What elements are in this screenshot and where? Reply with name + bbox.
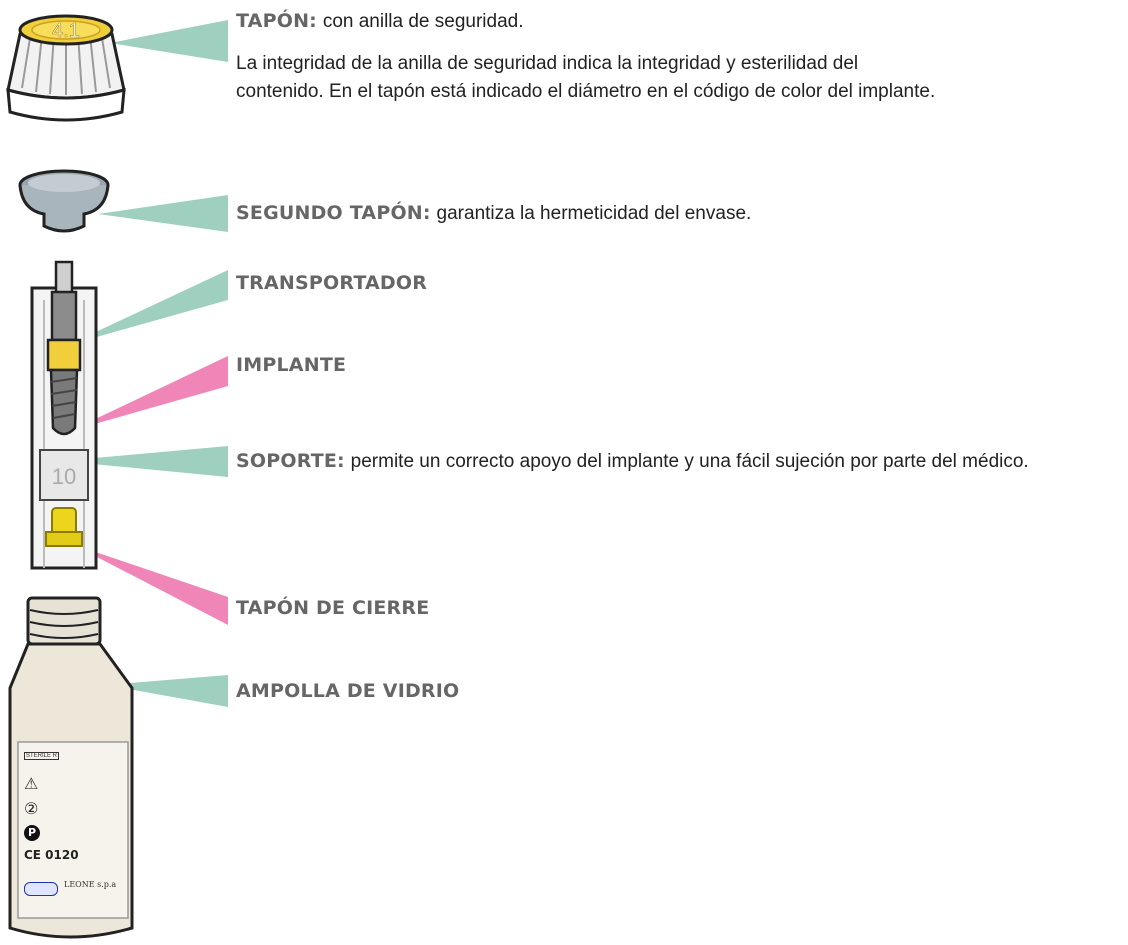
label-transportador-title: TRANSPORTADOR [236,272,428,294]
label-soporte-title: SOPORTE: [236,450,345,472]
pointer-tapon [110,20,228,62]
label-segundo-tapon-title: SEGUNDO TAPÓN: [236,202,431,224]
ce-mark: CE 0120 [24,848,79,862]
do-not-reuse-icon: ② [24,799,39,818]
label-tapon-cierre-title: TAPÓN DE CIERRE [236,597,430,619]
label-soporte-text: permite un correcto apoyo del implante y… [350,451,1029,472]
label-soporte: SOPORTE: permite un correcto apoyo del i… [236,448,1029,475]
label-transportador: TRANSPORTADOR [236,270,427,296]
pointer-implante [70,356,228,431]
second-cap-drawing [18,169,110,233]
cap-number: 4.1 [52,20,80,42]
pointer-tapon-cierre [72,544,228,625]
label-segundo-tapon: SEGUNDO TAPÓN: garantiza la hermeticidad… [236,200,751,227]
label-segundo-tapon-text: garantiza la hermeticidad del envase. [436,203,752,224]
label-implante-title: IMPLANTE [236,354,347,376]
carrier-assembly: 10 [30,260,98,570]
label-tapon-cierre: TAPÓN DE CIERRE [236,595,429,621]
brand-logo-icon [24,882,58,896]
pointer-soporte [62,446,228,477]
pointer-ampolla [106,675,228,707]
label-tapon-text: con anilla de seguridad. [322,11,524,32]
p-icon: P [24,825,40,841]
warning-icon: ⚠ [24,774,39,793]
label-ampolla: AMPOLLA DE VIDRIO [236,678,459,704]
pointer-segundo-tapon [98,195,228,232]
label-ampolla-title: AMPOLLA DE VIDRIO [236,680,460,702]
sterile-mark: STERILE R [24,752,60,760]
label-implante: IMPLANTE [236,352,346,378]
pointer-transportador [68,270,228,345]
brand-name: LEONE s.p.a [64,880,117,889]
label-tapon: TAPÓN: con anilla de seguridad. [236,8,524,35]
detail-line-2: contenido. En el tapón está indicado el … [236,81,936,102]
label-tapon-detail: La integridad de la anilla de seguridad … [236,50,1116,106]
label-tapon-title: TAPÓN: [236,10,317,32]
support-number: 10 [52,464,76,489]
detail-line-1: La integridad de la anilla de seguridad … [236,53,859,74]
cap-drawing: 4.1 [6,14,126,122]
